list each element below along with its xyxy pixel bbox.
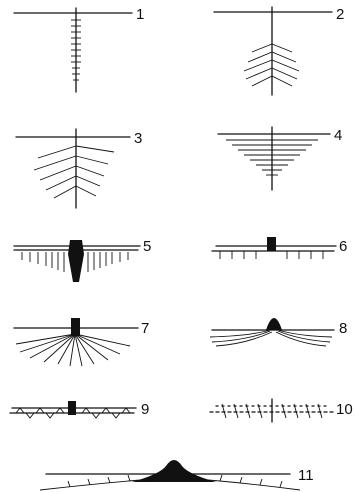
label-3: 3 <box>134 130 142 147</box>
root-type-2: 2 <box>214 6 344 95</box>
root-type-1: 1 <box>14 6 144 92</box>
root-type-3: 3 <box>16 129 142 208</box>
root-type-9: 9 <box>10 401 149 418</box>
label-10: 10 <box>336 401 353 418</box>
label-6: 6 <box>339 238 347 255</box>
root-type-6: 6 <box>212 237 347 259</box>
label-8: 8 <box>339 320 347 337</box>
root-type-5: 5 <box>14 238 151 282</box>
label-11: 11 <box>298 467 314 484</box>
root-type-11: 11 <box>40 460 314 490</box>
root-type-10: 10 <box>210 399 353 422</box>
root-type-8: 8 <box>210 318 347 346</box>
label-1: 1 <box>136 6 144 23</box>
label-4: 4 <box>334 127 342 144</box>
label-5: 5 <box>143 238 151 255</box>
label-9: 9 <box>141 401 149 418</box>
label-7: 7 <box>141 320 149 337</box>
root-type-7: 7 <box>14 318 149 366</box>
label-2: 2 <box>336 6 344 23</box>
root-type-4: 4 <box>218 127 342 190</box>
